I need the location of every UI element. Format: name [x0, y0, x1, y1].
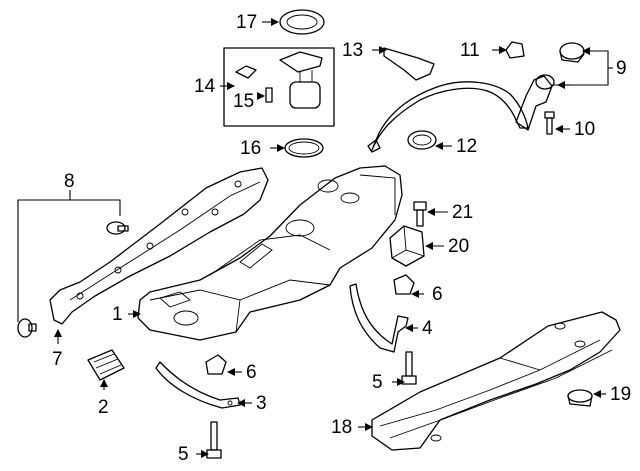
strap-front: [155, 361, 241, 409]
callout-1: 1: [112, 304, 123, 325]
heat-shield: [87, 349, 125, 381]
callout-10: 10: [574, 119, 596, 140]
callout-12: 12: [456, 136, 478, 157]
filler-neck-hose: [371, 74, 555, 151]
callout-2: 2: [98, 397, 109, 418]
retainer-nut-rear: [393, 274, 415, 295]
push-pin-upper: [106, 221, 129, 235]
callout-14: 14: [194, 76, 216, 97]
callout-11: 11: [460, 40, 480, 61]
callout-19: 19: [610, 384, 632, 405]
vent-tube-bracket: [367, 47, 435, 153]
callout-18: 18: [331, 417, 353, 438]
callout-16: 16: [240, 138, 262, 159]
skid-plate: [371, 311, 621, 451]
filler-cap-assembly: [559, 42, 585, 63]
bolt-filler: [544, 111, 555, 135]
fuel-pump-control-module: [389, 225, 425, 267]
pump-lock-ring: [279, 9, 325, 35]
fuel-pump-module-box: [223, 47, 335, 127]
callout-13: 13: [342, 40, 364, 61]
pipe-clip: [505, 41, 525, 59]
push-pin-lower: [17, 318, 37, 338]
callout-8: 8: [64, 171, 75, 192]
strap-rear: [349, 283, 409, 353]
mounting-bracket: [49, 167, 269, 325]
callout-9: 9: [616, 58, 627, 79]
retainer-nut-front: [205, 354, 227, 375]
module-bolt: [413, 201, 427, 227]
filler-seal: [407, 130, 437, 150]
callout-4: 4: [422, 318, 433, 339]
leader-lines: [54, 18, 606, 458]
callout-20: 20: [448, 236, 470, 257]
callout-6-front: 6: [246, 362, 257, 383]
callout-3: 3: [256, 393, 267, 414]
pump-seal: [284, 138, 324, 158]
callout-17: 17: [236, 12, 258, 33]
callout-5-rear: 5: [372, 372, 383, 393]
callout-5-front: 5: [178, 444, 189, 465]
skid-plate-nut: [567, 389, 593, 407]
fuel-tank: [137, 165, 403, 341]
bolt-rear: [401, 351, 417, 385]
callout-21: 21: [452, 202, 474, 223]
bolt-front: [206, 421, 222, 459]
callout-7: 7: [52, 349, 63, 370]
callout-6-rear: 6: [432, 284, 443, 305]
callout-15: 15: [233, 91, 255, 112]
